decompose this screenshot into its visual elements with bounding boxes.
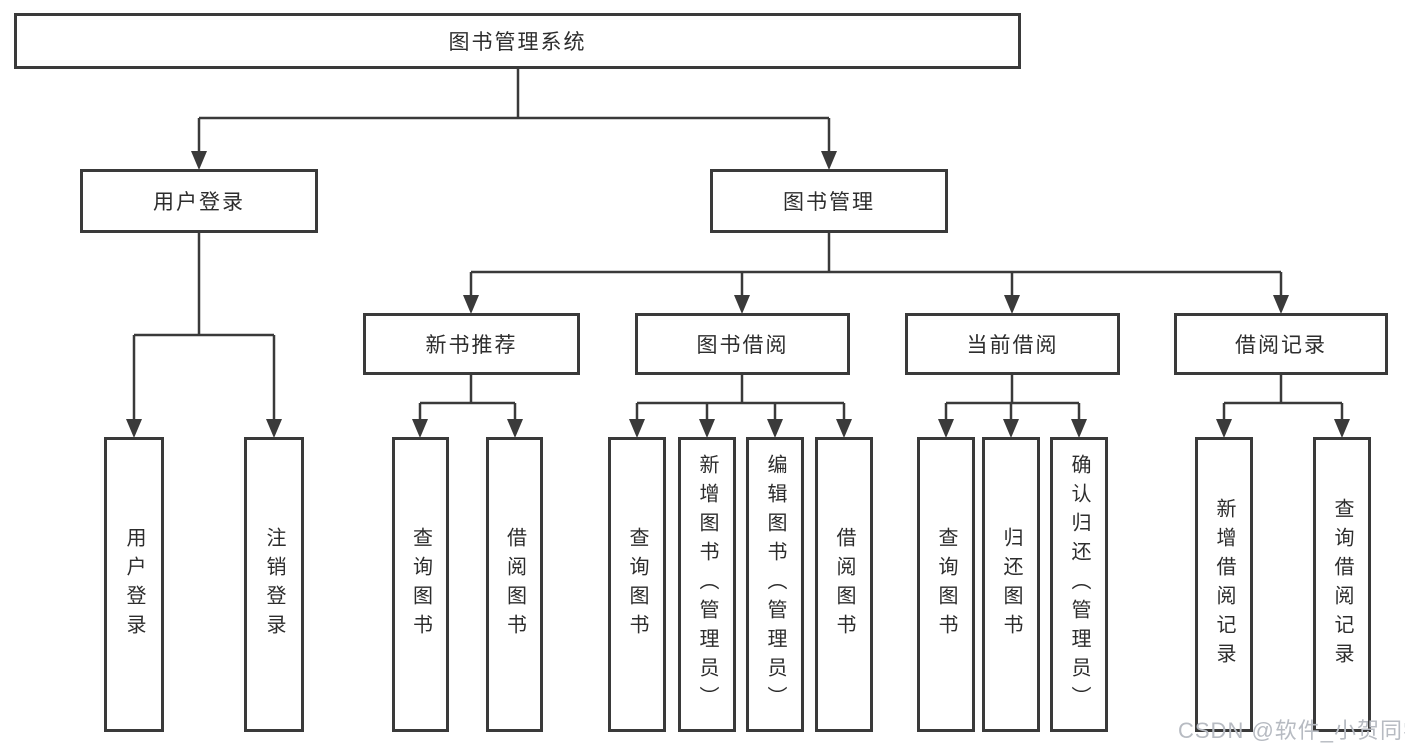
node-current-borrow: 当前借阅 (905, 313, 1120, 375)
node-user-login: 用户登录 (80, 169, 318, 233)
leaf-record-query-borrow-record: 查询借阅记录 (1313, 437, 1371, 732)
connector-root (197, 69, 831, 158)
arrowhead (767, 419, 783, 438)
connector-book-mgmt (469, 233, 1283, 301)
arrowhead (1273, 295, 1289, 314)
connector-user-login (132, 233, 276, 425)
connector-current-borrow (944, 375, 1081, 425)
arrowhead (699, 419, 715, 438)
arrowhead (1004, 295, 1020, 314)
csdn-watermark: CSDN @软件_小贺同学 (1178, 718, 1405, 743)
arrowhead (938, 419, 954, 438)
leaf-record-add-borrow-record: 新增借阅记录 (1195, 437, 1253, 732)
leaf-logout: 注销登录 (244, 437, 304, 732)
arrowhead (1071, 419, 1087, 438)
arrowhead (1216, 419, 1232, 438)
leaf-newbook-borrow-book: 借阅图书 (486, 437, 543, 732)
arrowhead (1003, 419, 1019, 438)
leaf-current-return-book: 归还图书 (982, 437, 1040, 732)
connector-new-book (418, 375, 517, 425)
arrowhead (412, 419, 428, 438)
connector-borrow-record (1222, 375, 1344, 425)
arrowhead (836, 419, 852, 438)
arrowhead (821, 151, 837, 170)
leaf-borrow-query-book: 查询图书 (608, 437, 666, 732)
leaf-borrow-edit-book-admin: 编辑图书（管理员） (746, 437, 804, 732)
node-system-root: 图书管理系统 (14, 13, 1021, 69)
arrowhead (1334, 419, 1350, 438)
leaf-current-query-book: 查询图书 (917, 437, 975, 732)
leaf-borrow-add-book-admin: 新增图书（管理员） (678, 437, 736, 732)
leaf-newbook-query-book: 查询图书 (392, 437, 449, 732)
arrowhead (734, 295, 750, 314)
node-book-management: 图书管理 (710, 169, 948, 233)
node-borrow-record: 借阅记录 (1174, 313, 1388, 375)
arrowhead (191, 151, 207, 170)
arrowhead (463, 295, 479, 314)
leaf-current-confirm-return-admin: 确认归还（管理员） (1050, 437, 1108, 732)
arrowhead (266, 419, 282, 438)
node-book-borrow: 图书借阅 (635, 313, 850, 375)
leaf-user-login: 用户登录 (104, 437, 164, 732)
connector-book-borrow (635, 375, 846, 425)
arrowhead (126, 419, 142, 438)
node-new-book-recommend: 新书推荐 (363, 313, 580, 375)
leaf-borrow-borrow-book: 借阅图书 (815, 437, 873, 732)
arrowhead (629, 419, 645, 438)
arrowhead (507, 419, 523, 438)
